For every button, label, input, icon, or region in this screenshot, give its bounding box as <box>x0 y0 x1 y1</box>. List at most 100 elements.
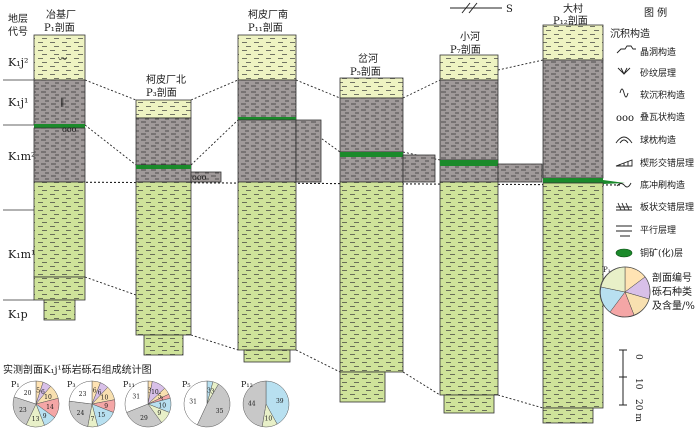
svg-text:底冲刷构造: 底冲刷构造 <box>640 179 685 191</box>
legend-item-5: 楔形交错层理 <box>616 157 694 169</box>
section-p3-column: ooo <box>136 100 221 355</box>
svg-text:软沉积构造: 软沉积构造 <box>640 89 685 101</box>
pie-slice-label: 35 <box>216 408 224 415</box>
svg-text:0: 0 <box>633 354 643 360</box>
legend-pie-key: P₁ 剖面编号 砾石种类 及含量/% <box>600 266 695 317</box>
svg-text:ooo: ooo <box>62 125 77 134</box>
section-p11-location: 柯皮厂南 <box>248 8 288 21</box>
section-p1-column: 〰 ∥ ooo <box>34 35 85 320</box>
section-p1-label: P₁剖面 <box>44 21 75 34</box>
datum-line <box>34 182 620 185</box>
svg-text:∥: ∥ <box>60 98 64 109</box>
pie-slice-label: 39 <box>276 398 284 405</box>
legend-item-8: 平行层理 <box>616 224 676 236</box>
header-line-2: 代号 <box>8 26 28 38</box>
pie-slice-label: 7 <box>90 416 94 423</box>
svg-text:砂纹层理: 砂纹层理 <box>640 67 676 79</box>
section-p3-location: 柯皮厂北 <box>146 73 186 86</box>
section-p5-label: P₅剖面 <box>350 65 381 78</box>
pie-slice-label: 31 <box>189 398 197 405</box>
formation-codes: 地层 代号 K₁j² K₁j¹ K₁m² K₁m¹ K₁p <box>8 12 35 321</box>
legend-item-4: 球枕构造 <box>616 134 676 146</box>
pie-slice-label: 9 <box>104 403 108 410</box>
svg-text:ooo: ooo <box>192 173 207 182</box>
unit-k1m1: K₁m¹ <box>8 248 35 261</box>
svg-text:铜矿(化)层: 铜矿(化)层 <box>640 247 683 259</box>
section-p7-label: P₇剖面 <box>450 43 481 56</box>
ripple-lamination-icon <box>618 68 630 74</box>
pie-slice-label: 9 <box>157 410 161 417</box>
unit-k1m2: K₁m² <box>8 150 35 163</box>
section-p12-label: P₁₂剖面 <box>553 14 588 27</box>
svg-text:〰: 〰 <box>58 55 67 65</box>
svg-text:10: 10 <box>633 378 643 390</box>
svg-text:砾石种类: 砾石种类 <box>652 285 692 298</box>
pie-label: P₁₁ <box>123 380 135 389</box>
svg-text:平行层理: 平行层理 <box>640 224 676 236</box>
unit-k1j1: K₁j¹ <box>8 96 28 109</box>
pie-slice-label: 23 <box>19 407 27 414</box>
legend-pie-p1: P₁ <box>603 266 611 274</box>
section-p7-column <box>440 55 542 413</box>
pie-label: P₅ <box>182 380 191 389</box>
header-line-1: 地层 <box>8 12 28 25</box>
wedge-cross-bedding-icon <box>616 160 632 166</box>
crystal-cavity-icon <box>617 46 636 53</box>
section-p11-column <box>238 35 321 362</box>
section-p5-location: 岔河 <box>358 53 378 65</box>
pie-slice-label: 10 <box>44 394 52 401</box>
pie-label: P₁₂ <box>241 380 253 389</box>
legend-title: 图 例 <box>644 6 667 19</box>
pie-slice-label: 15 <box>98 412 106 419</box>
unit-dividers <box>3 80 34 300</box>
pie-slice-label: 20 <box>24 390 32 397</box>
legend-item-7: 板状交错层理 <box>616 201 694 213</box>
orientation-label: S <box>506 4 513 15</box>
legend-item-6: 底冲刷构造 <box>617 179 685 191</box>
legend-heading: 沉积构造 <box>610 27 650 40</box>
scale-bar: 0 10 20 m <box>619 350 643 422</box>
svg-text:板状交错层理: 板状交错层理 <box>640 201 694 213</box>
pie-section-title: 实测剖面K₁j¹砾岩砾石组成统计图 <box>3 363 152 376</box>
legend-item-1: 砂纹层理 <box>618 67 676 79</box>
section-p11-label: P₁₁剖面 <box>248 21 283 34</box>
pie-slice-label: 10 <box>101 395 109 402</box>
pie-slice-label: 14 <box>46 404 54 411</box>
legend-item-9: 铜矿(化)层 <box>616 247 683 259</box>
svg-text:20 m: 20 m <box>633 399 643 422</box>
unit-k1p: K₁p <box>8 308 28 321</box>
svg-text:楔形交错层理: 楔形交错层理 <box>640 157 694 169</box>
legend-item-3: ooo 叠瓦状构造 <box>616 111 685 124</box>
pie-slice-label: 9 <box>43 413 47 420</box>
pie-slice-label: 29 <box>140 415 148 422</box>
svg-text:晶洞构造: 晶洞构造 <box>640 46 676 58</box>
pie-slice-label: 44 <box>248 400 256 407</box>
pie-label: P₁ <box>11 380 20 389</box>
svg-text:剖面编号: 剖面编号 <box>652 271 692 284</box>
pie-4: 39 10 44 P₁₂ <box>241 380 289 427</box>
legend-item-2: 软沉积构造 <box>620 89 685 101</box>
svg-text:叠瓦状构造: 叠瓦状构造 <box>640 111 685 123</box>
ball-pillow-icon <box>616 137 632 143</box>
section-p1-location: 冶基厂 <box>46 8 76 21</box>
pie-slice-label: 10 <box>265 416 273 423</box>
legend-item-0: 晶洞构造 <box>617 46 676 58</box>
pie-slice-label: 13 <box>32 416 40 423</box>
section-p5-column <box>340 78 435 402</box>
imbrication-icon: ooo <box>616 113 634 124</box>
pie-1: 661091572423P₃ <box>67 380 115 427</box>
copper-bed-icon <box>616 249 632 257</box>
orientation-symbol: S <box>450 3 513 15</box>
legend: 图 例 沉积构造 晶洞构造 砂纹层理 软沉积构造 ooo 叠瓦状构造 球枕构造 … <box>600 6 695 317</box>
svg-text:球枕构造: 球枕构造 <box>640 134 676 146</box>
section-p12-column <box>543 25 625 423</box>
section-p12-location: 大村 <box>563 2 583 15</box>
unit-k1j2: K₁j² <box>8 56 28 69</box>
pie-label: P₃ <box>67 380 76 389</box>
